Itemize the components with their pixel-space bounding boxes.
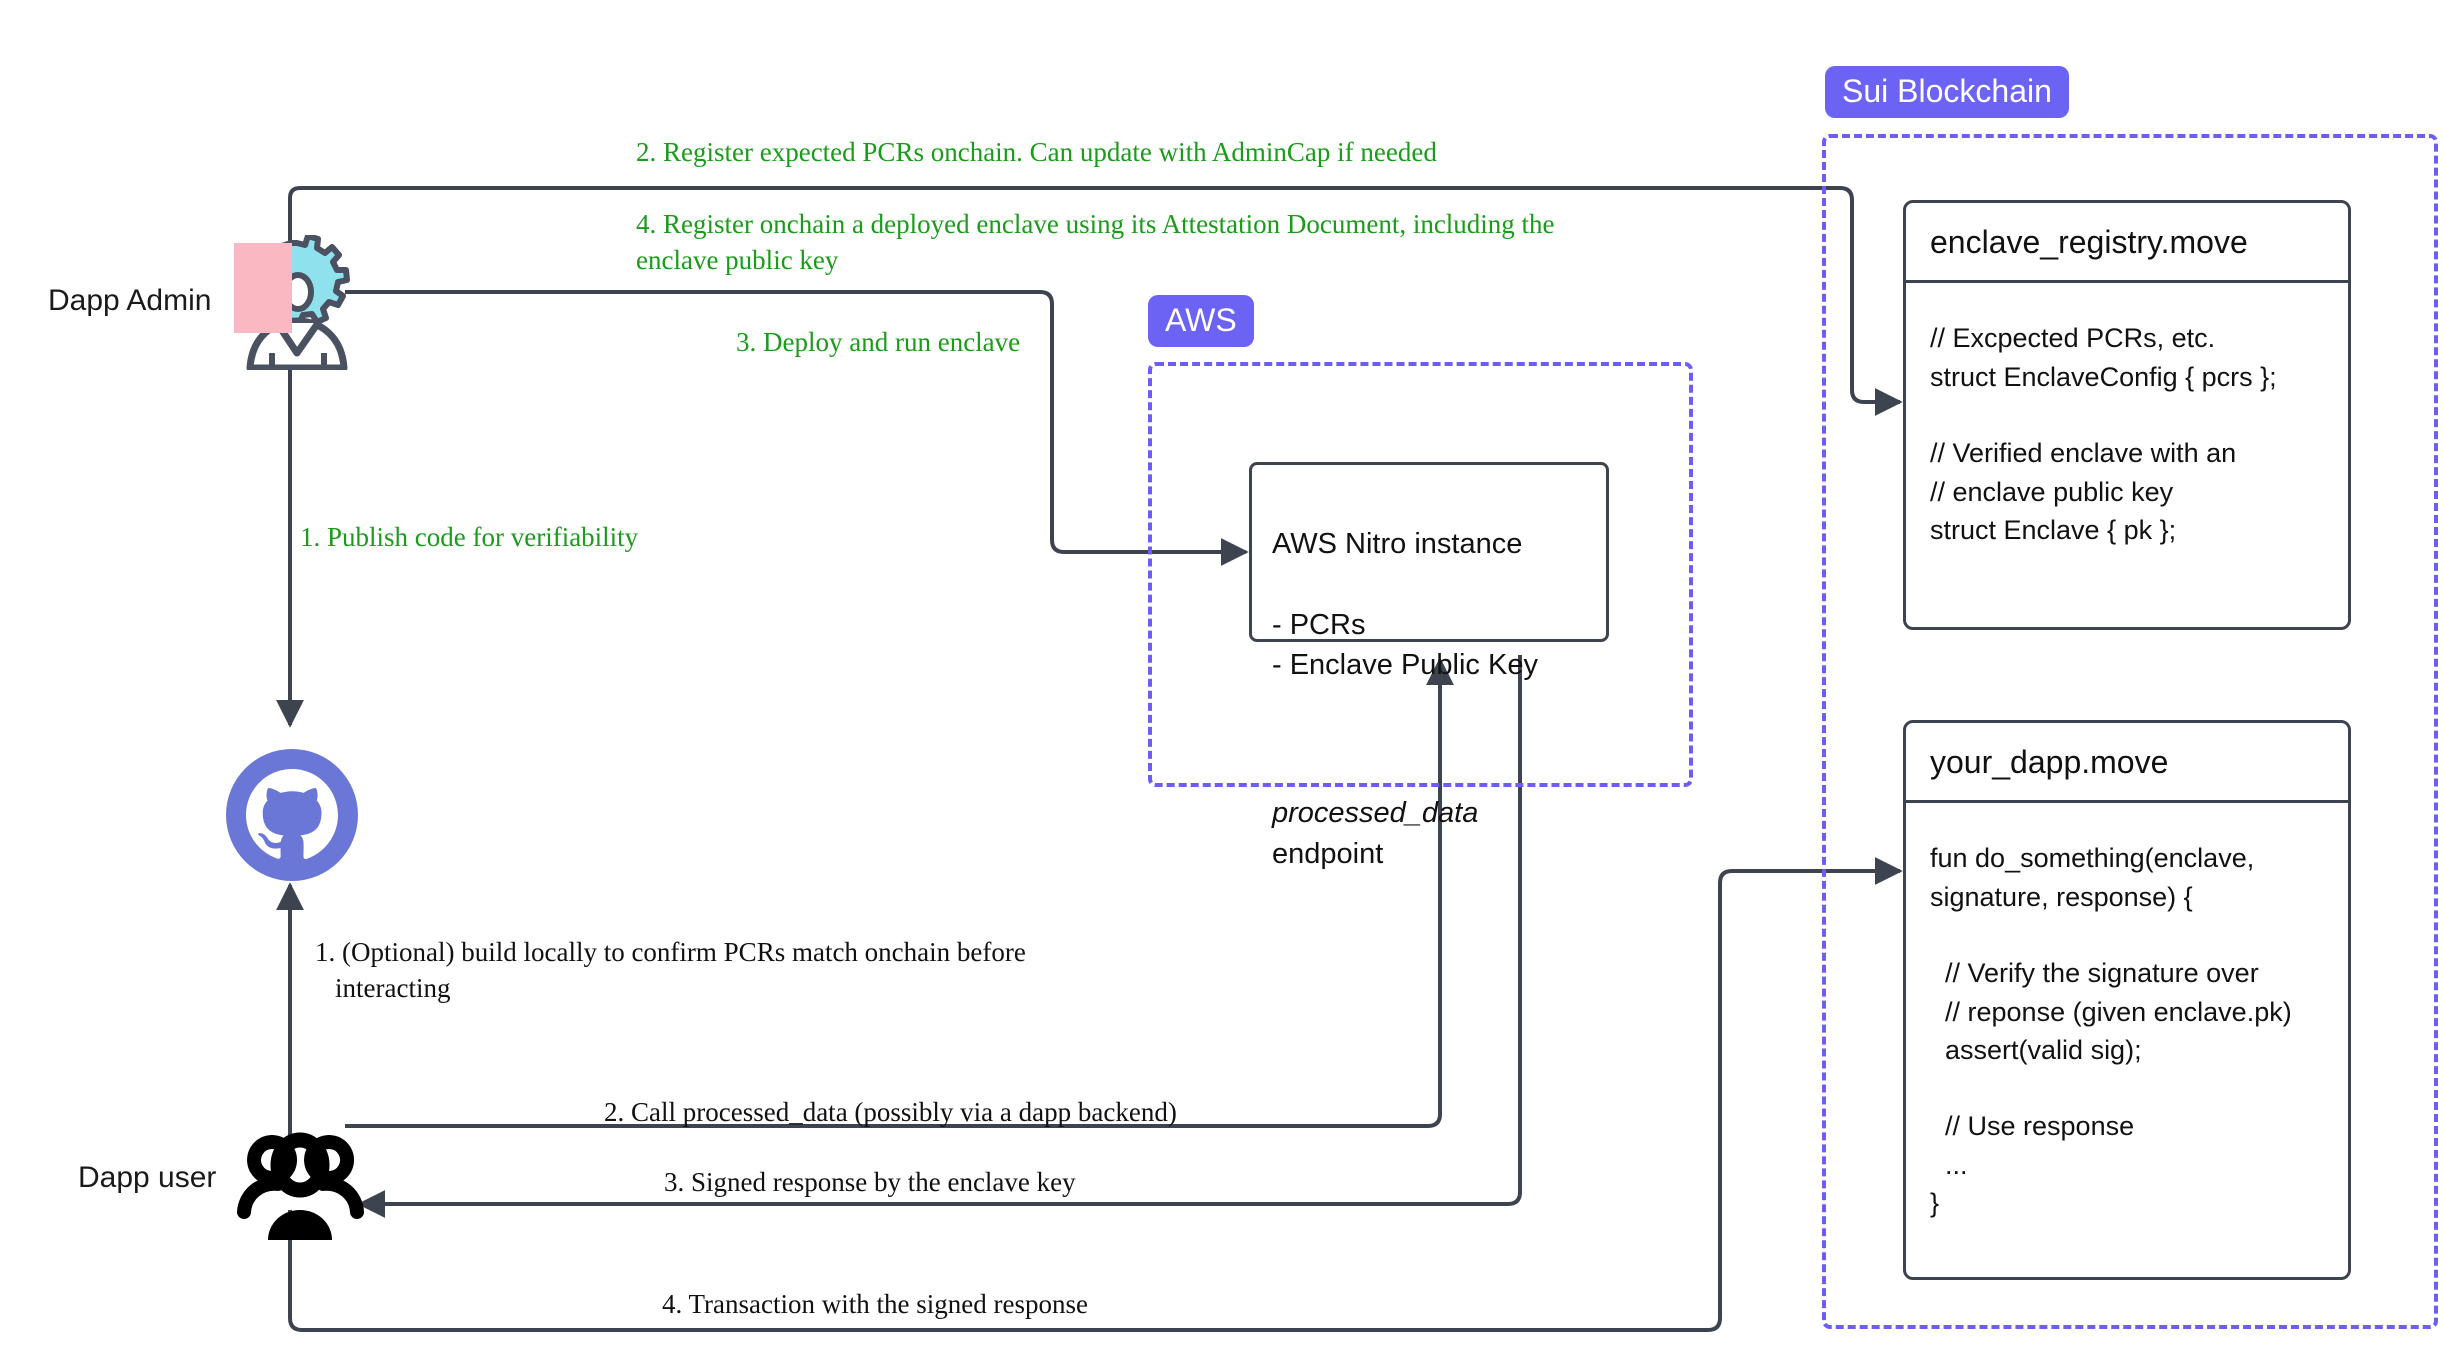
enclave-registry-title: enclave_registry.move [1906,203,2348,284]
github-icon[interactable] [222,745,362,885]
nitro-title: AWS Nitro instance [1272,527,1523,560]
your-dapp-code: fun do_something(enclave, signature, res… [1930,843,2292,1219]
your-dapp-title: your_dapp.move [1906,723,2348,804]
step-call-processed-data-label: 2. Call processed_data (possibly via a d… [604,1097,1177,1127]
step-signed-response-label: 3. Signed response by the enclave key [664,1167,1076,1197]
step-build-locally-label: 1. (Optional) build locally to confirm P… [315,937,1026,1003]
nitro-bullets: - PCRs - Enclave Public Key [1272,608,1538,682]
aws-zone-badge: AWS [1148,295,1254,347]
aws-nitro-instance-card: AWS Nitro instance - PCRs - Enclave Publ… [1249,462,1609,870]
step-register-enclave-label: 4. Register onchain a deployed enclave u… [636,209,1555,275]
step-deploy-enclave-label: 3. Deploy and run enclave [736,327,1021,357]
step-publish-code-label: 1. Publish code for verifiability [300,522,639,552]
nitro-endpoint-code: processed_data [1272,797,1479,830]
step-register-pcrs-label: 2. Register expected PCRs onchain. Can u… [636,137,1437,167]
enclave-registry-code: // Excpected PCRs, etc. struct EnclaveCo… [1930,323,2277,545]
enclave-registry-card: enclave_registry.move // Excpected PCRs,… [1903,200,2351,630]
sui-zone-badge: Sui Blockchain [1825,66,2069,118]
pink-swatch [234,243,292,333]
dapp-admin-label: Dapp Admin [48,284,212,317]
nitro-endpoint-suffix: endpoint [1272,837,1384,870]
aws-zone-boundary [1148,362,1693,787]
nitro-endpoint: processed_data endpoint [1272,753,1586,875]
your-dapp-card: your_dapp.move fun do_something(enclave,… [1903,720,2351,1280]
sui-zone-boundary [1822,134,2438,1329]
dapp-user-label: Dapp user [78,1161,217,1194]
dapp-user-icon [228,1108,373,1248]
step-transaction-label: 4. Transaction with the signed response [662,1289,1088,1319]
dapp-admin-icon [232,233,362,372]
